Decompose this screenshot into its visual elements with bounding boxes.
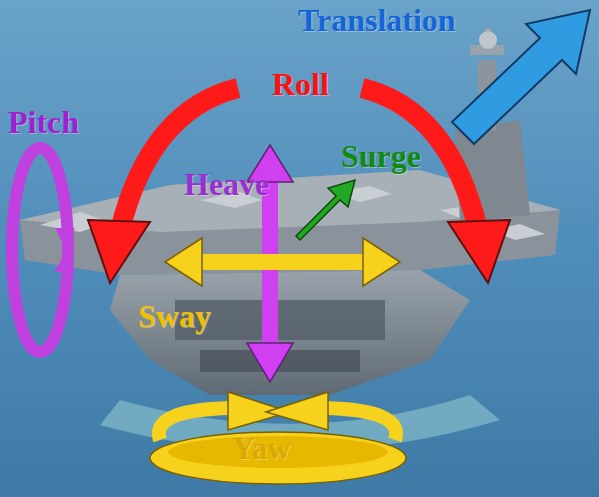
motion-label: Translation xyxy=(298,4,456,36)
motion-label: Sway xyxy=(138,300,211,332)
motion-label: Roll xyxy=(272,68,329,100)
motion-label: Yaw xyxy=(232,432,291,464)
motion-label: Surge xyxy=(341,140,421,172)
motion-label: Pitch xyxy=(8,106,79,138)
motion-label: Heave xyxy=(184,168,269,200)
